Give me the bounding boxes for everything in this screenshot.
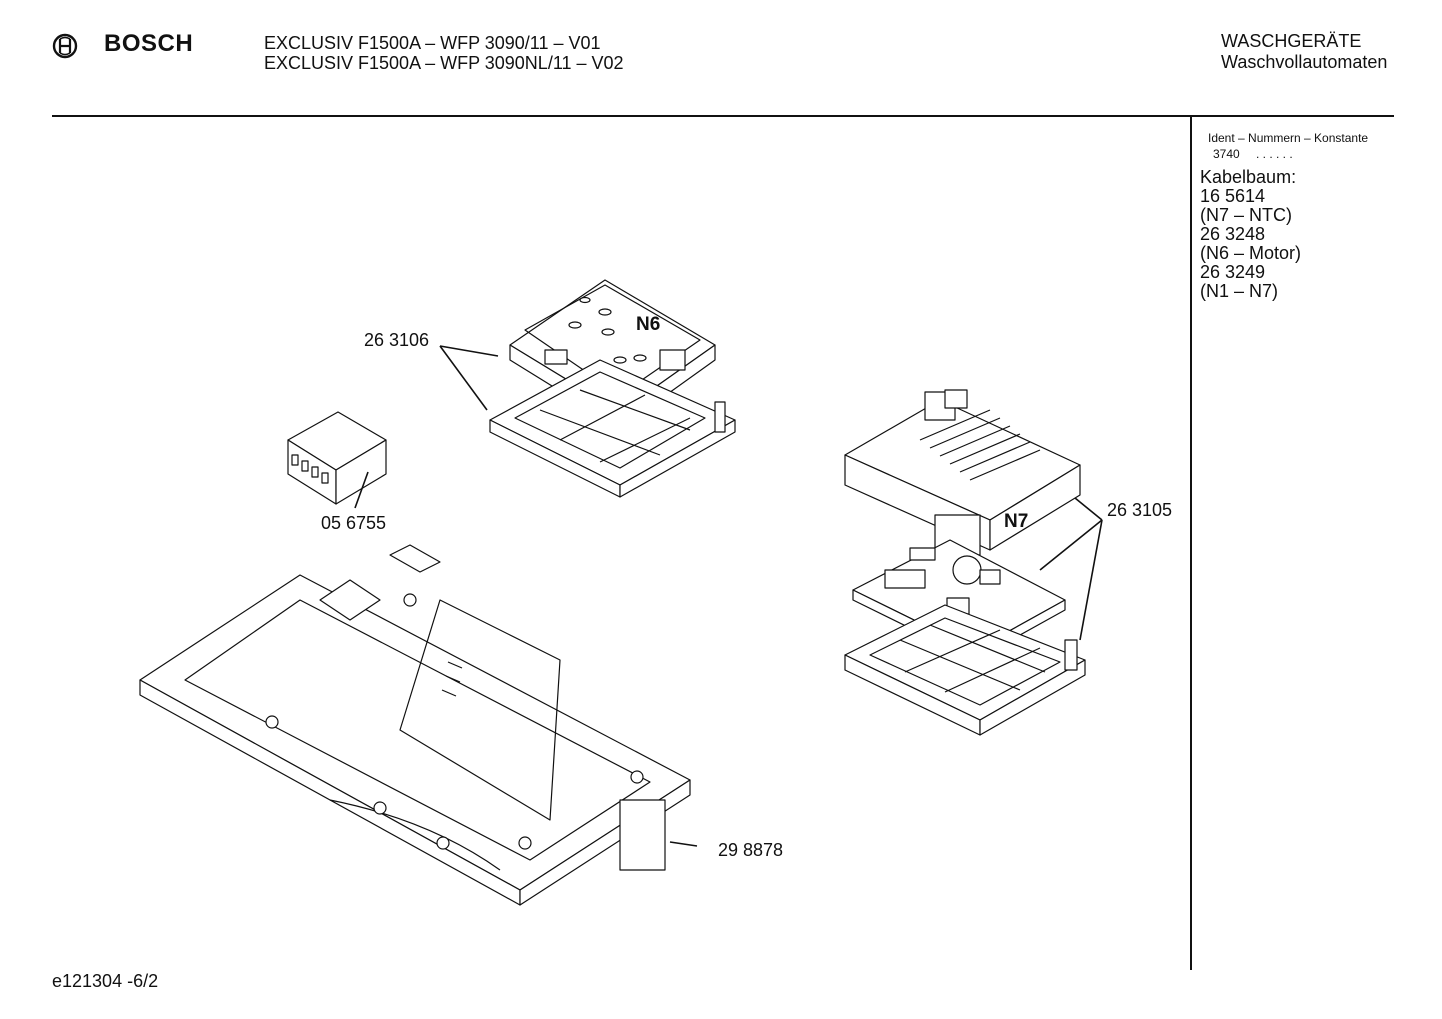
module-tag-n7: N7 xyxy=(1004,511,1029,532)
model-line-1: EXCLUSIV F1500A – WFP 3090/11 – V01 xyxy=(264,33,601,53)
leader-line xyxy=(354,471,369,509)
leader-line xyxy=(439,345,488,411)
part-number-label: 05 6755 xyxy=(321,513,387,533)
ident-code: 3740 xyxy=(1213,147,1240,161)
brand-name: BOSCH xyxy=(104,30,194,57)
n7-module-cover xyxy=(844,389,1081,556)
leader-line xyxy=(1074,497,1103,521)
kabelbaum-line: 16 5614 xyxy=(1200,186,1266,206)
part-number-label: 26 3105 xyxy=(1107,500,1173,520)
relay-component xyxy=(287,411,387,505)
bosch-logo-icon xyxy=(52,33,78,59)
kabelbaum-line: Kabelbaum: xyxy=(1200,167,1297,187)
header-divider xyxy=(52,115,1394,117)
part-number-label: 26 3106 xyxy=(364,330,430,350)
kabelbaum-line: (N6 – Motor) xyxy=(1200,243,1302,263)
model-line-2: EXCLUSIV F1500A – WFP 3090NL/11 – V02 xyxy=(264,53,624,73)
subcategory-title: Waschvollautomaten xyxy=(1221,52,1388,72)
kabelbaum-line: (N7 – NTC) xyxy=(1200,205,1293,225)
kabelbaum-line: (N1 – N7) xyxy=(1200,281,1279,301)
kabelbaum-line: 26 3249 xyxy=(1200,262,1266,282)
leader-line xyxy=(1079,519,1103,641)
kabelbaum-line: 26 3248 xyxy=(1200,224,1266,244)
n6-module-base xyxy=(489,359,736,498)
leader-line xyxy=(1039,519,1103,571)
sidebar-divider xyxy=(1190,117,1192,970)
part-number-label: 29 8878 xyxy=(718,840,784,860)
base-frame xyxy=(139,544,691,906)
module-tag-n6: N6 xyxy=(636,314,661,335)
category-title: WASCHGERÄTE xyxy=(1221,31,1362,51)
document-id: e121304 -6/2 xyxy=(52,971,159,991)
leader-line xyxy=(669,841,698,847)
kabelbaum-list: Kabelbaum: 16 5614 (N7 – NTC) 26 3248 (N… xyxy=(1200,168,1301,301)
ident-title: Ident – Nummern – Konstante xyxy=(1208,131,1369,145)
leader-line xyxy=(439,345,499,357)
ident-dots: . . . . . . xyxy=(1256,147,1293,161)
n7-module-base xyxy=(844,604,1086,736)
exploded-parts-drawing xyxy=(139,279,1103,906)
